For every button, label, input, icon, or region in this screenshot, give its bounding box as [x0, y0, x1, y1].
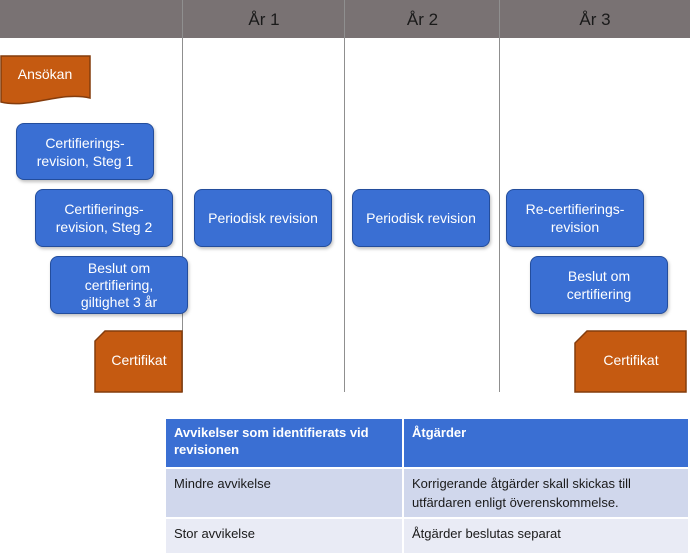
major-deviation-cell: Stor avvikelse [166, 517, 404, 553]
table-row: Mindre avvikelse Korrigerande åtgärder s… [166, 467, 690, 518]
year-divider-2 [344, 0, 345, 392]
certificate-label: Certifikat [111, 352, 167, 368]
cert-audit-step-1-box: Certifierings- revision, Steg 1 [16, 123, 154, 180]
timeline-header [0, 0, 690, 38]
recertification-decision-box: Beslut om certifiering [530, 256, 668, 314]
year-divider-1 [182, 0, 183, 392]
table-header-row: Avvikelser som identifierats vid revisio… [166, 419, 690, 468]
recertificate-label: Certifikat [603, 352, 659, 368]
periodic-audit-year-1-box: Periodisk revision [194, 189, 332, 247]
recertification-audit-box: Re-certifierings- revision [506, 189, 644, 247]
table-row: Stor avvikelse Åtgärder beslutas separat [166, 517, 690, 553]
cert-audit-step-2-box: Certifierings- revision, Steg 2 [35, 189, 173, 247]
certification-decision-box: Beslut om certifiering, giltighet 3 år [50, 256, 188, 314]
minor-deviation-cell: Mindre avvikelse [166, 467, 404, 518]
year-divider-3 [499, 0, 500, 392]
year-2-label: År 2 [406, 10, 439, 29]
application-document-shape [0, 55, 91, 105]
major-deviation-action-cell: Åtgärder beslutas separat [403, 517, 690, 553]
year-3-label: År 3 [579, 10, 611, 29]
recertificate-document-shape [574, 330, 687, 393]
minor-deviation-action-cell: Korrigerande åtgärder skall skickas till… [403, 467, 690, 518]
actions-column-header: Åtgärder [403, 419, 690, 468]
periodic-audit-year-2-box: Periodisk revision [352, 189, 490, 247]
deviations-table: Avvikelser som identifierats vid revisio… [166, 419, 690, 553]
deviations-column-header: Avvikelser som identifierats vid revisio… [166, 419, 404, 468]
year-1-label: År 1 [248, 10, 280, 29]
certificate-document-shape [94, 330, 183, 393]
application-label: Ansökan [17, 66, 73, 82]
